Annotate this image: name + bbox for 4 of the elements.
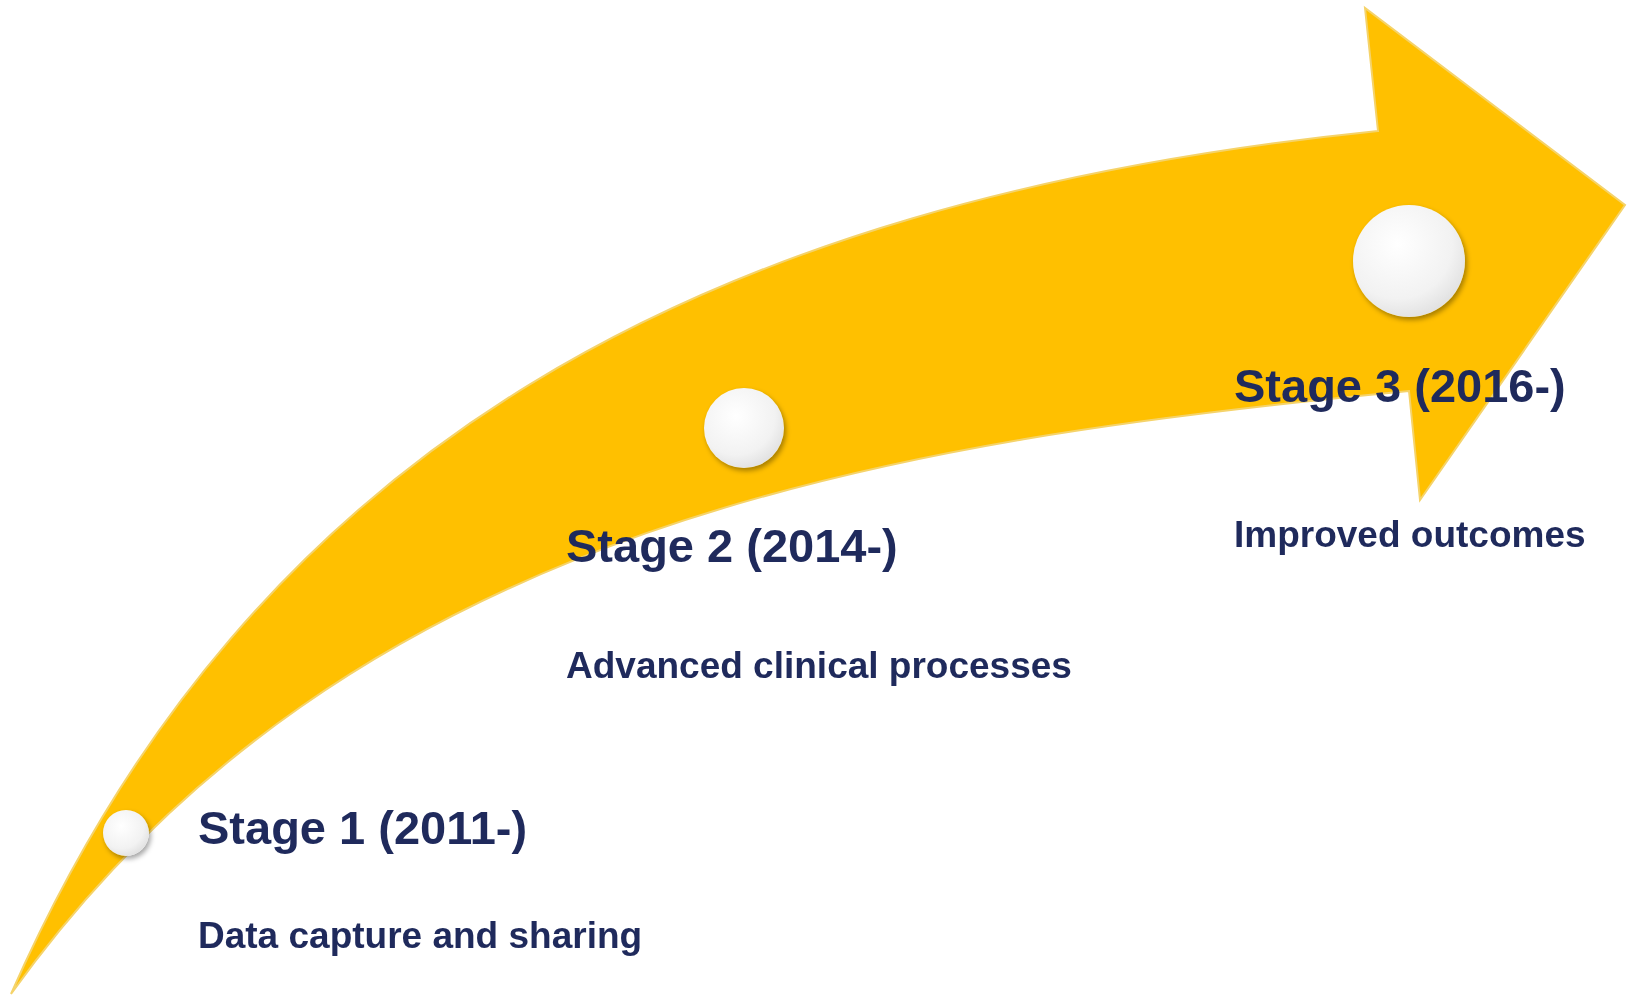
stage-description: Advanced clinical processes [566, 645, 1072, 687]
stage-description: Data capture and sharing [198, 915, 643, 957]
stage-description: Improved outcomes [1234, 514, 1586, 556]
stage-heading: Stage 1 (2011-) [198, 800, 528, 855]
